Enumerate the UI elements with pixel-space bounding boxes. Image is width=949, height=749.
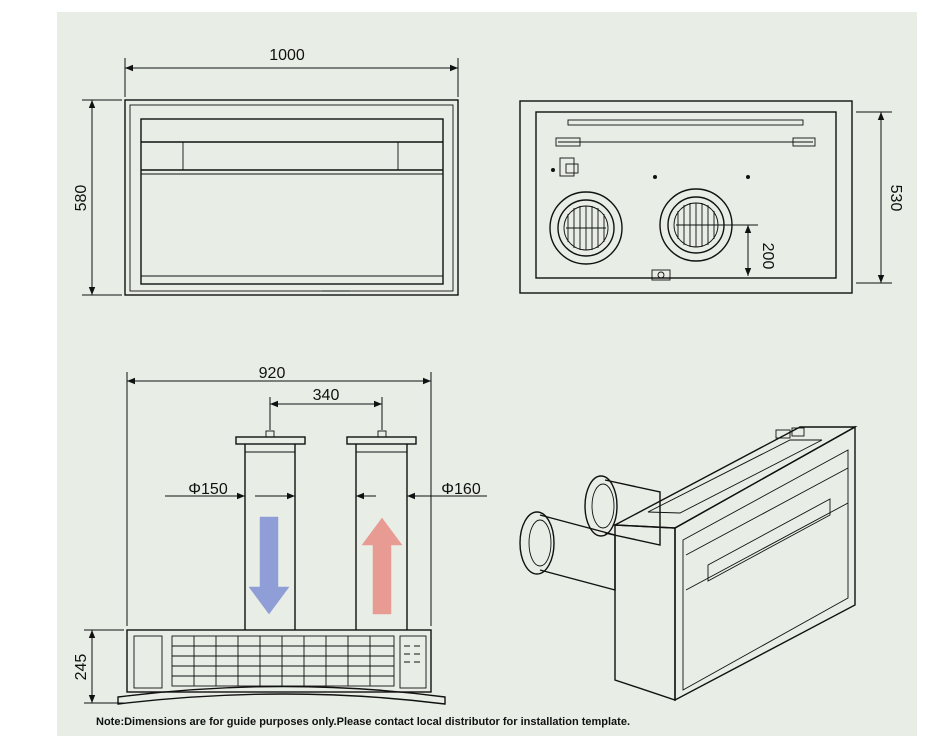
- front-view: [124, 99, 459, 296]
- top-depth-dimension: 245: [73, 629, 124, 704]
- left-duct-diameter: Φ150: [165, 481, 295, 500]
- right-duct-pipe: [346, 430, 417, 630]
- rear-view: [519, 100, 853, 294]
- unit-body: [117, 629, 446, 705]
- top-depth-label: 245: [73, 654, 90, 681]
- isometric-view: [519, 425, 858, 702]
- left-duct-diameter-label: Φ150: [188, 481, 228, 498]
- front-height-dimension: 580: [73, 99, 122, 296]
- duct-spacing-dimension: 340: [269, 387, 383, 430]
- duct-offset-label: 200: [759, 243, 776, 270]
- drawing-sheet: [57, 12, 917, 736]
- duct-spacing-label: 340: [313, 387, 340, 404]
- top-view: [117, 430, 446, 705]
- iso-duct-upper: [584, 475, 661, 546]
- left-duct-pipe: [235, 430, 306, 630]
- exhaust-arrow: [361, 517, 403, 615]
- right-duct-diameter: Φ160: [356, 481, 487, 500]
- duct-offset-dimension: 200: [712, 224, 776, 276]
- rear-height-dimension: 530: [856, 111, 904, 284]
- rear-duct-left: [549, 191, 623, 265]
- front-width-dimension: 1000: [124, 47, 459, 97]
- intake-arrow: [248, 516, 290, 615]
- top-width-label: 920: [259, 365, 286, 382]
- front-width-label: 1000: [269, 47, 305, 64]
- front-height-label: 580: [73, 185, 90, 212]
- iso-duct-lower: [519, 511, 616, 591]
- right-duct-diameter-label: Φ160: [441, 481, 481, 498]
- top-width-dimension: 920: [126, 365, 432, 626]
- installation-note: Note:Dimensions are for guide purposes o…: [96, 716, 630, 728]
- rear-height-label: 530: [887, 185, 904, 212]
